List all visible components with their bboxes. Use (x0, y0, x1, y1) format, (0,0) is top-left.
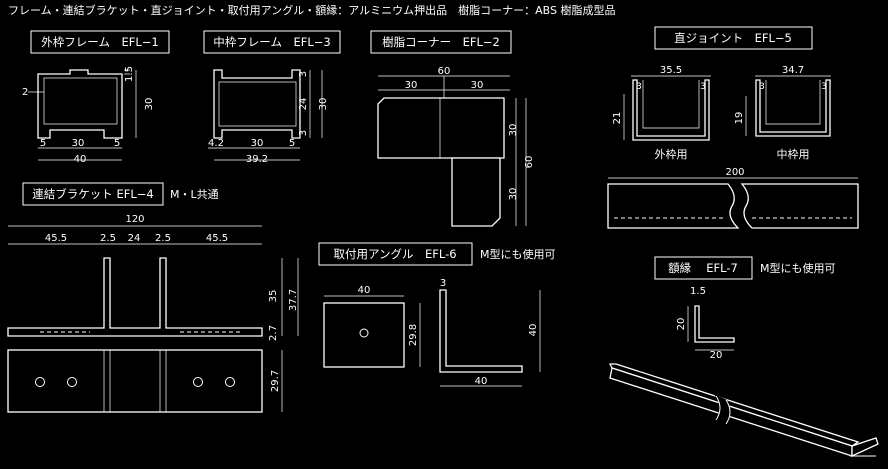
middle-frame-dim-8: 39.2 (246, 154, 268, 165)
outer-frame-dim-6: 5 (114, 138, 120, 149)
bracket-dim-4: 24 (128, 233, 141, 244)
picture-frame-profile (694, 305, 735, 343)
joint-outer-dim-3: 3 (700, 82, 706, 92)
angle-dim-1: 40 (358, 285, 371, 296)
picture-frame-dim-3: 20 (710, 350, 723, 361)
straight-joint-title-box (654, 26, 813, 50)
resin-corner-dim-2: 30 (405, 80, 418, 91)
outer-frame-dim-3: 30 (144, 98, 155, 111)
outer-frame-title-box (30, 30, 170, 54)
picture-frame-dim-1: 1.5 (690, 286, 706, 297)
angle-dim-2: 29.8 (408, 324, 419, 346)
joint-outer-dim-1: 35.5 (660, 65, 682, 76)
straight-joint-title: 直ジョイント EFL−5 (674, 31, 792, 45)
middle-frame-profile (213, 69, 301, 139)
resin-corner-dim-6: 30 (508, 188, 519, 201)
angle-dim-5: 40 (475, 376, 488, 387)
bracket-dim-10: 29.7 (270, 370, 281, 392)
resin-corner-section: 樹脂コーナー EFL−2 60 30 30 30 60 30 (370, 30, 535, 227)
joint-outer-dim-2: 3 (636, 82, 642, 92)
middle-frame-title-box (203, 30, 341, 54)
outer-frame-profile (37, 69, 123, 139)
angle-plate-view (323, 302, 405, 368)
resin-corner-dim-1: 60 (438, 66, 451, 77)
bracket-dim-9: 2.7 (268, 325, 279, 341)
bracket-title-box (22, 182, 164, 206)
bracket-dim-7: 35 (268, 290, 279, 303)
middle-frame-dim-7: 5 (289, 138, 295, 149)
bracket-dim-5: 2.5 (155, 233, 171, 244)
joint-inner-dim-3: 3 (821, 82, 827, 92)
bracket-dim-1: 120 (125, 214, 144, 225)
bracket-dim-8: 37.7 (288, 289, 299, 311)
resin-corner-title: 樹脂コーナー EFL−2 (382, 35, 500, 49)
angle-dim-3: 3 (440, 278, 446, 289)
joint-inner-label: 中枠用 (777, 147, 810, 161)
outer-frame-dim-4: 5 (40, 138, 46, 149)
middle-frame-section: 中枠フレーム EFL−3 3 24 3 30 4.2 30 5 39.2 (203, 30, 341, 165)
resin-corner-title-box (370, 30, 512, 54)
bracket-plan-view (7, 349, 263, 413)
outer-frame-section: 外枠フレーム EFL−1 1.5 2 30 5 30 5 40 (22, 30, 170, 165)
straight-joint-section: 直ジョイント EFL−5 35.5 3 3 21 外枠用 34.7 3 3 19… (607, 26, 859, 229)
joint-inner-dim-1: 34.7 (782, 65, 804, 76)
joint-outer-profile (632, 79, 710, 141)
picture-frame-title-box (654, 256, 753, 280)
angle-section: 取付用アングル EFL-6 M型にも使用可 40 29.8 3 40 40 (318, 242, 556, 387)
resin-corner-dim-3: 30 (471, 80, 484, 91)
middle-frame-dim-2: 24 (298, 98, 309, 111)
middle-frame-dim-5: 4.2 (208, 138, 224, 149)
header-note: フレーム・連結ブラケット・直ジョイント・取付用アングル・額縁：アルミニウム押出品… (8, 3, 615, 17)
outer-frame-dim-1: 1.5 (124, 66, 135, 82)
picture-frame-title: 額縁 EFL-7 (668, 261, 738, 275)
middle-frame-dim-1: 3 (298, 71, 309, 77)
joint-inner-dim-4: 19 (734, 112, 745, 125)
joint-outer-label: 外枠用 (655, 147, 688, 161)
angle-section-view (439, 289, 523, 373)
outer-frame-dim-7: 40 (74, 154, 87, 165)
outer-frame-dim-2: 2 (22, 87, 28, 98)
picture-frame-note: M型にも使用可 (760, 261, 836, 275)
bracket-title: 連結ブラケット EFL−4 (32, 187, 153, 201)
joint-outer-dim-4: 21 (612, 112, 623, 125)
angle-dim-4: 40 (528, 324, 539, 337)
joint-inner-profile (755, 79, 831, 137)
resin-corner-part (377, 97, 505, 227)
bracket-dim-2: 45.5 (45, 233, 67, 244)
middle-frame-dim-6: 30 (251, 138, 264, 149)
angle-title: 取付用アングル EFL-6 (333, 247, 456, 261)
middle-frame-title: 中枠フレーム EFL−3 (213, 35, 330, 49)
joint-side-view (607, 183, 859, 229)
joint-length-dim: 200 (725, 167, 744, 178)
outer-frame-dim-5: 30 (72, 138, 85, 149)
angle-title-box (318, 242, 473, 266)
bracket-note: M・L共通 (170, 188, 219, 201)
bracket-dim-6: 45.5 (206, 233, 228, 244)
resin-corner-dim-5: 60 (524, 156, 535, 169)
middle-frame-dim-4: 30 (318, 98, 329, 111)
bracket-dim-3: 2.5 (100, 233, 116, 244)
picture-frame-perspective (608, 363, 879, 458)
picture-frame-dim-2: 20 (676, 318, 687, 331)
angle-note: M型にも使用可 (480, 247, 556, 261)
bracket-section: 連結ブラケット EFL−4 M・L共通 120 45.5 2.5 24 2.5 … (7, 182, 299, 413)
picture-frame-section: 額縁 EFL-7 M型にも使用可 1.5 20 20 (608, 256, 879, 458)
middle-frame-dim-3: 3 (298, 130, 309, 136)
resin-corner-dim-4: 30 (508, 124, 519, 137)
outer-frame-title: 外枠フレーム EFL−1 (41, 35, 158, 49)
joint-inner-dim-2: 3 (759, 82, 765, 92)
bracket-front-view (7, 257, 263, 337)
